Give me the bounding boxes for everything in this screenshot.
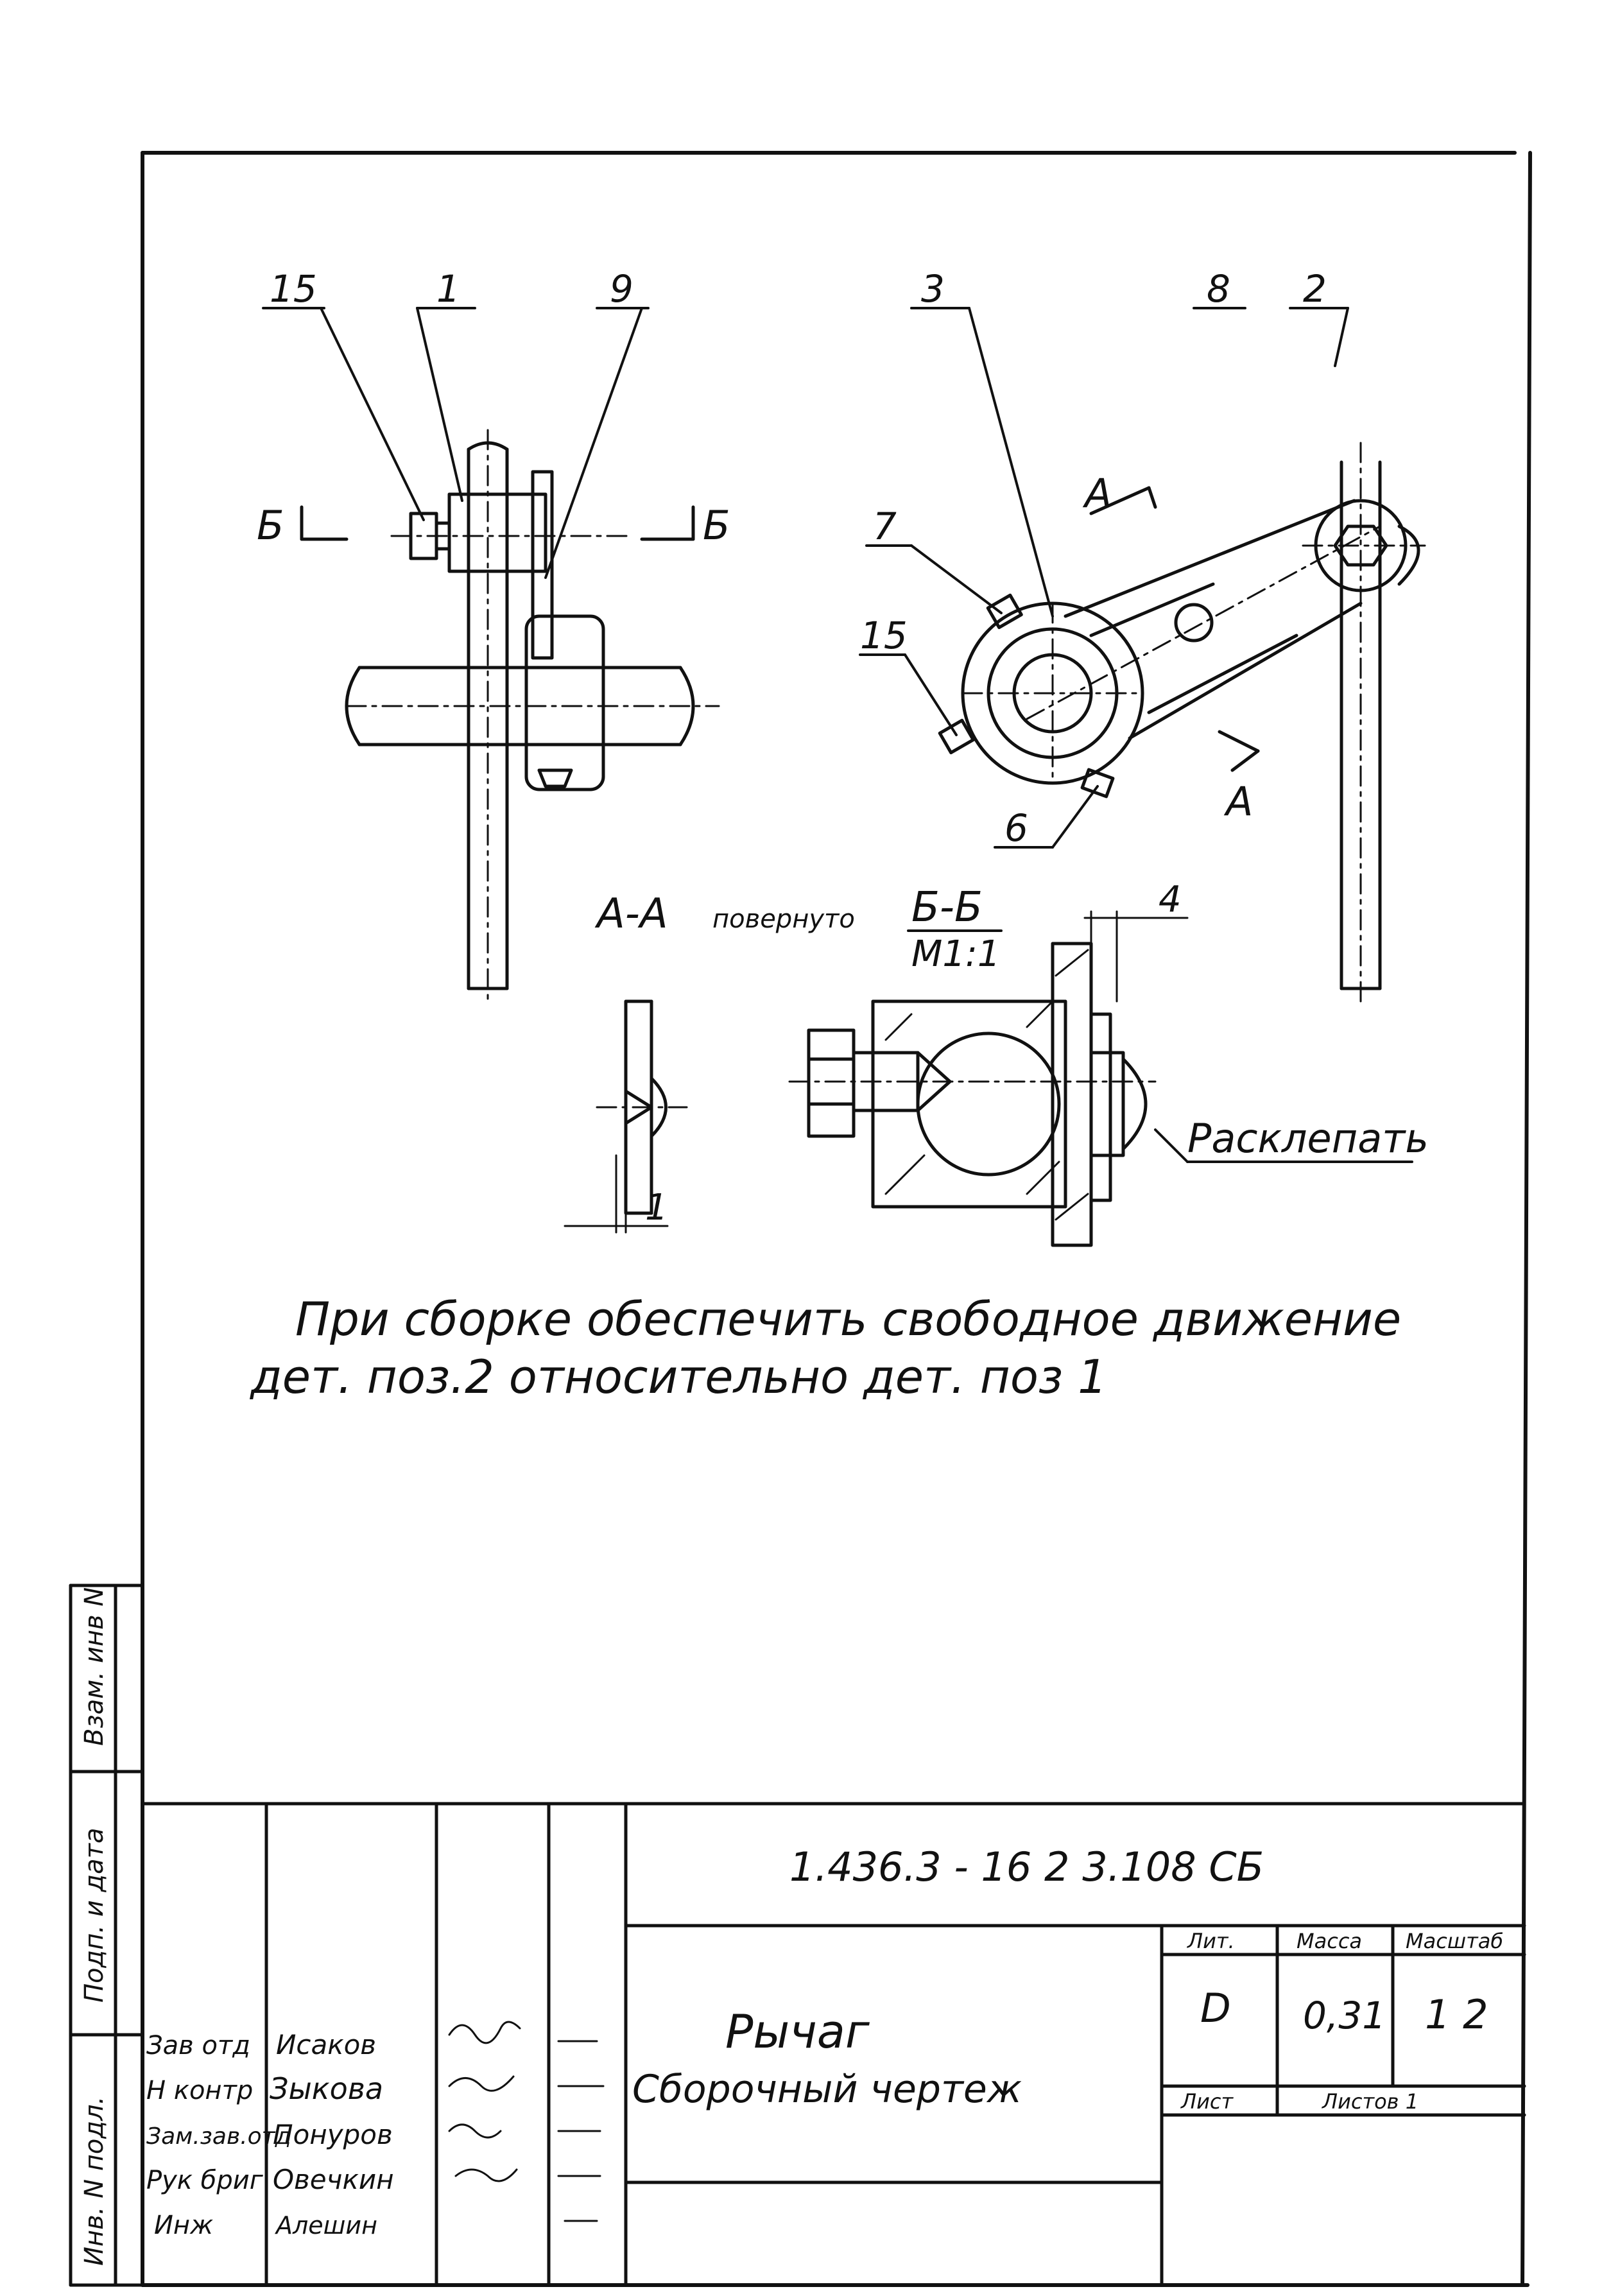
lit-value: D (1200, 1985, 1231, 2032)
doc-code: 1.436.3 - 16 2 3.108 СБ (789, 1843, 1264, 1890)
section-mark-b-right: Б (703, 502, 730, 549)
leader-8: 8 (1207, 267, 1230, 311)
stamp-vzam-inv: Взам. инв N (80, 1587, 109, 1746)
section-mark-a-bottom: А (1223, 778, 1253, 825)
section-aa-label: А-А (594, 890, 668, 938)
leader-1: 1 (436, 267, 460, 311)
leader-15-left: 15 (270, 267, 317, 311)
name-2: Зыкова (270, 2071, 383, 2106)
role-4: Рук бриг (146, 2166, 264, 2195)
lit-label: Лит. (1187, 1929, 1235, 1953)
section-bb-view (788, 910, 1413, 1247)
rivet-note: Расклепать (1187, 1115, 1429, 1162)
dimension-4: 4 (1159, 879, 1182, 920)
name-1: Исаков (276, 2029, 376, 2060)
name-5: Алешин (274, 2211, 377, 2240)
section-bb-label: Б-Б (911, 884, 983, 931)
sheets-label: Листов 1 (1322, 2089, 1418, 2114)
section-mark-a-top: А (1082, 470, 1112, 517)
assembly-notes: При сборке обеспечить свободное движение… (249, 1292, 1401, 1404)
role-1: Зав отд (146, 2031, 250, 2060)
dimension-1: 1 (645, 1187, 668, 1229)
role-5: Инж (154, 2211, 213, 2240)
section-aa-note: повернуто (712, 904, 855, 934)
leader-9: 9 (610, 267, 633, 311)
section-bb-scale: М1:1 (911, 933, 1000, 975)
role-3: Зам.зав.отд (146, 2123, 291, 2150)
name-3: Понуров (273, 2119, 393, 2150)
part-name: Рычаг (725, 2005, 870, 2059)
section-labels: А-А повернуто Б-Б М1:1 (594, 884, 1003, 975)
stamp-inv-podl: Инв. N подл. (80, 2096, 109, 2266)
mass-label: Масса (1297, 1929, 1362, 1953)
mass-value: 0,31 (1303, 1994, 1386, 2037)
drawing-type: Сборочный чертеж (632, 2067, 1022, 2112)
leader-6: 6 (1004, 806, 1028, 850)
section-aa-view (564, 999, 688, 1234)
leader-3: 3 (921, 267, 945, 311)
title-block (141, 1802, 1526, 2287)
right-view: А А 3 8 2 7 15 6 (859, 267, 1426, 1003)
stamp-podp-data: Подп. и дата (80, 1828, 109, 2003)
left-view: Б Б 15 1 9 (257, 267, 730, 1003)
name-4: Овечкин (273, 2164, 394, 2195)
leader-7: 7 (873, 505, 897, 548)
scale-label: Масштаб (1406, 1929, 1503, 1953)
drawing-frame (141, 151, 1532, 2287)
section-mark-b-left: Б (257, 502, 284, 549)
signatures (448, 2021, 605, 2222)
note-line-1: При сборке обеспечить свободное движение (295, 1292, 1401, 1346)
note-line-2: дет. поз.2 относительно дет. поз 1 (249, 1350, 1107, 1404)
side-stamp (69, 1584, 144, 2287)
sheet-label: Лист (1180, 2089, 1234, 2114)
leader-15-right: 15 (860, 614, 908, 657)
leader-2: 2 (1303, 267, 1327, 311)
role-2: Н контр (146, 2076, 253, 2105)
scale-value: 1 2 (1425, 1991, 1488, 2038)
